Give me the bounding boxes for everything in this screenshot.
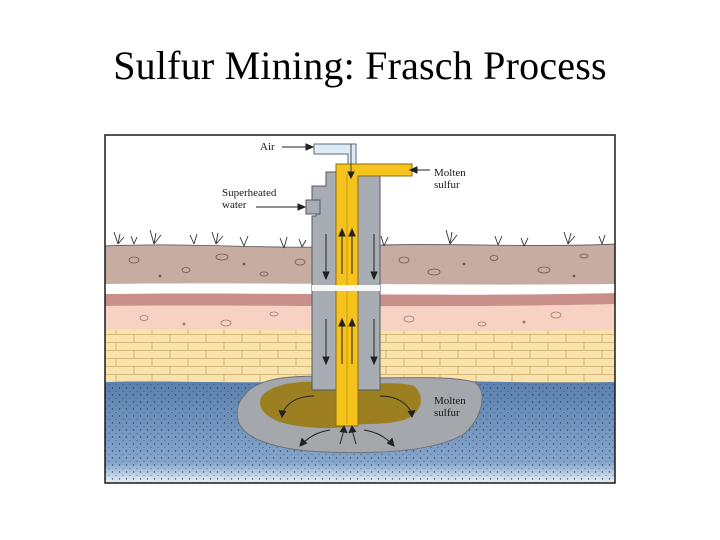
grass-tufts (113, 229, 606, 249)
flow-arrows (322, 144, 378, 366)
slide-title: Sulfur Mining: Frasch Process (113, 43, 607, 88)
label-arrows (256, 143, 430, 211)
molten-sulfur-outlet-label: Molten sulfur (434, 167, 469, 191)
figure-frame (104, 134, 616, 484)
frasch-process-diagram: Air Molten sulfur Superheated water Molt… (104, 134, 616, 484)
molten-sulfur-deposit-label: Molten sulfur (434, 395, 469, 419)
air-label: Air (260, 141, 275, 153)
pool-circulation-arrows (278, 395, 416, 447)
molten-sulfur-pipe (335, 163, 413, 427)
superheated-water-label: Superheated water (222, 187, 279, 211)
